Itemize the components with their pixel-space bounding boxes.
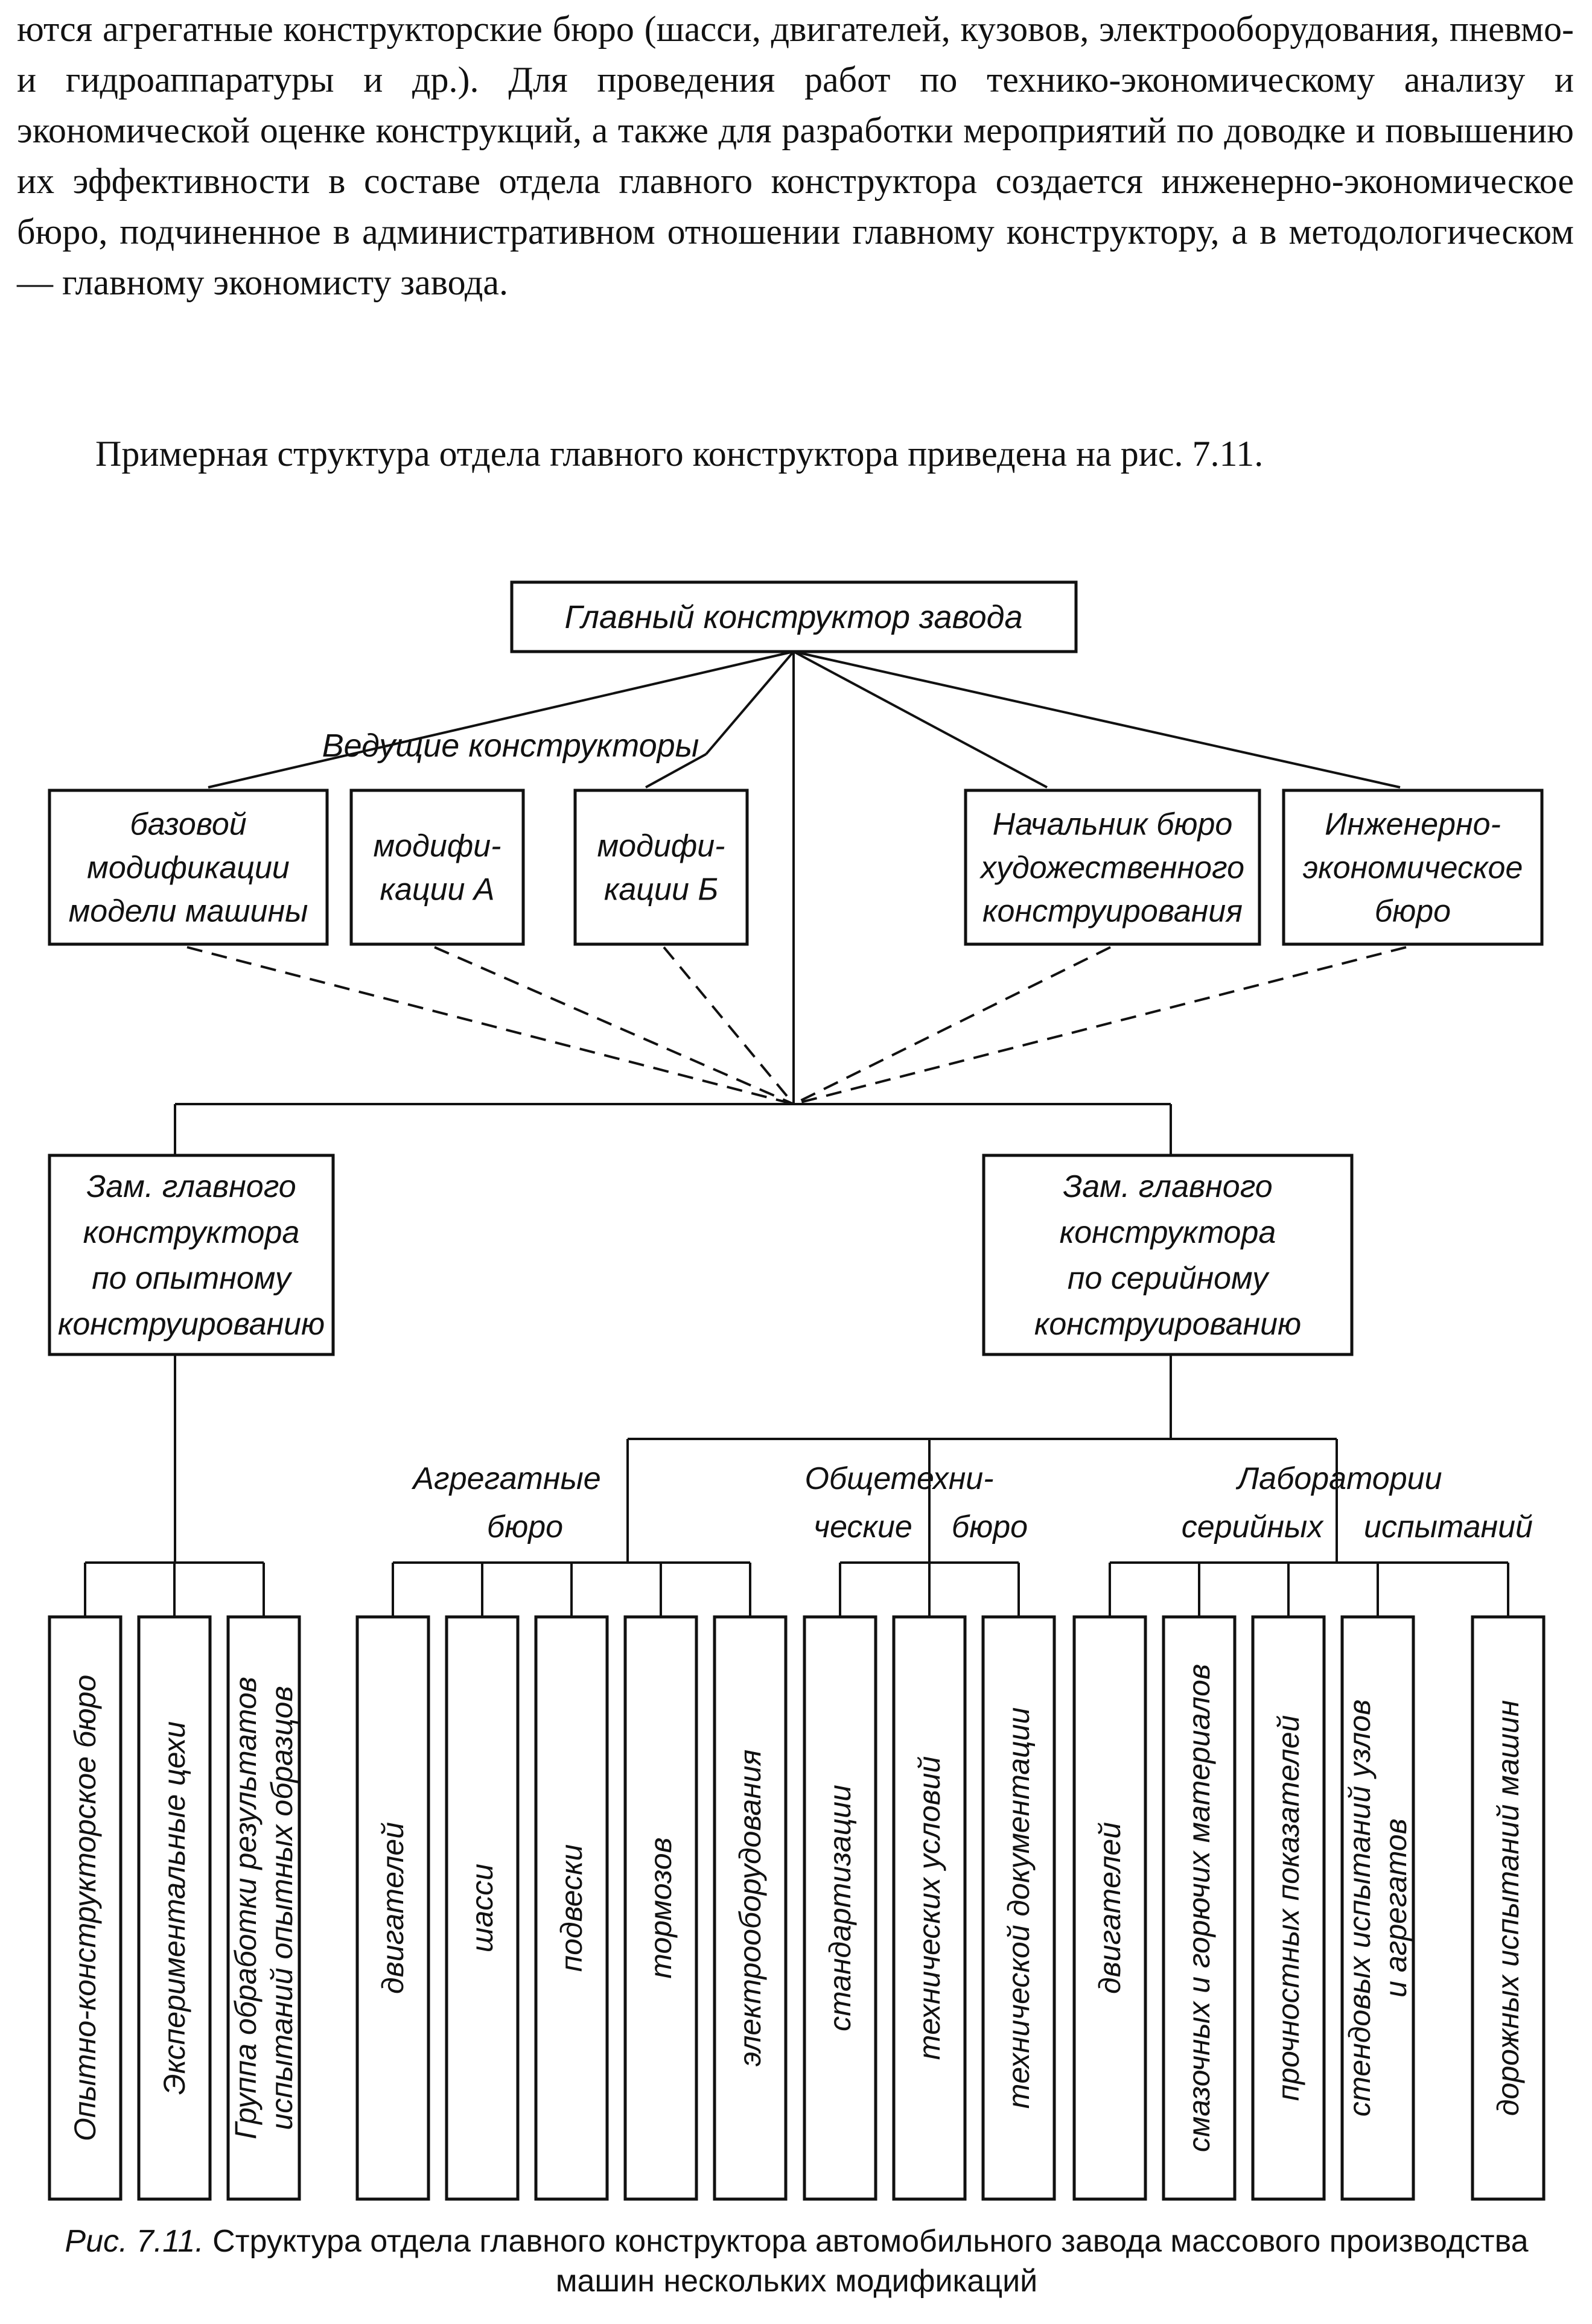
lead-box-1: [48, 789, 329, 946]
leaf-box-13-label: смазочных и горючих материалов: [1182, 1664, 1216, 2152]
leaf-box-8-label: электрооборудования: [733, 1750, 767, 2067]
lead-box-2-label: модифи-кации А: [374, 829, 501, 907]
leaf-box-15-label: стендовых испытаний узлови агрегатов: [1343, 1700, 1413, 2116]
leaf-box-5: [445, 1615, 520, 2201]
group-label-aggregate-2: бюро: [487, 1510, 563, 1545]
leaf-box-3: [226, 1615, 301, 2201]
group-label-aggregate-1: Агрегатные: [411, 1461, 600, 1496]
figure-caption: Рис. 7.11. Структура отдела главного кон…: [36, 2221, 1557, 2301]
leaf-box-12: [1072, 1615, 1147, 2201]
lead-line-1: [208, 650, 794, 789]
group-label-labs-1: Лаборатории: [1236, 1461, 1442, 1496]
deputy-box-1: [48, 1154, 335, 1356]
leaf-box-1-label: Опытно-конструкторское бюро: [68, 1675, 102, 2141]
leaf-box-1: [48, 1615, 123, 2201]
leaf-box-3-label: Группа обработки результатовиспытаний оп…: [229, 1677, 299, 2139]
leaf-box-7-label: тормозов: [644, 1837, 678, 1978]
leaf-box-8: [713, 1615, 788, 2201]
lead-box-2: [349, 789, 525, 946]
leaf-box-11: [981, 1615, 1056, 2201]
leaf-box-2-label: Экспериментальные цехи: [158, 1721, 191, 2095]
body-paragraph-2: Примерная структура отдела главного конс…: [95, 434, 1264, 474]
lead-line-4: [793, 650, 1048, 789]
group-label-labs-3: испытаний: [1364, 1510, 1533, 1545]
leaf-box-11-label: технической документации: [1002, 1707, 1036, 2109]
lead-box-4: [964, 789, 1261, 946]
lead-box-3: [573, 789, 749, 946]
root-box: [510, 580, 1078, 653]
dashed-link-1: [186, 946, 794, 1105]
caption-number: Рис. 7.11.: [65, 2224, 204, 2259]
leaf-box-9-label: стандартизации: [823, 1785, 857, 2031]
leaf-box-4-label: двигателей: [376, 1822, 410, 1994]
leaf-box-9: [803, 1615, 877, 2201]
group-label-labs-2: серийных: [1182, 1510, 1325, 1545]
leaf-box-10: [892, 1615, 967, 2201]
leaf-box-4: [355, 1615, 430, 2201]
group-label-general-2: ческие: [814, 1510, 912, 1545]
body-paragraph-1: ются агрегатные конструкторские бюро (ша…: [17, 9, 1574, 302]
leaf-box-12-label: двигателей: [1093, 1822, 1127, 1994]
lead-line-2: [705, 650, 795, 755]
leaf-box-6: [534, 1615, 609, 2201]
leaf-box-10-label: технических условий: [912, 1756, 946, 2060]
leaf-box-16-label: дорожных испытаний машин: [1491, 1700, 1525, 2116]
caption-text: Структура отдела главного конструктора а…: [212, 2224, 1529, 2299]
leaf-box-6-label: подвески: [555, 1844, 588, 1972]
lead-box-5: [1282, 789, 1544, 946]
leaf-box-2: [137, 1615, 212, 2201]
leaf-box-14: [1251, 1615, 1326, 2201]
lead-box-3-label: модифи-кации Б: [597, 829, 725, 907]
leaf-box-16: [1471, 1615, 1546, 2201]
deputy-box-2: [982, 1154, 1354, 1356]
dashed-link-3: [663, 946, 795, 1105]
dashed-link-4: [793, 946, 1111, 1105]
leaf-box-14-label: прочностных показателей: [1272, 1715, 1305, 2101]
lead-line-5: [793, 650, 1401, 789]
lead-line-3: [645, 753, 707, 789]
group-label-general-3: бюро: [952, 1510, 1028, 1545]
leaf-box-7: [623, 1615, 698, 2201]
dashed-link-2: [434, 946, 794, 1105]
group-label-general-1: Общетехни-: [804, 1461, 993, 1496]
root-box-label: Главный конструктор завода: [564, 599, 1022, 635]
dashed-link-5: [793, 946, 1407, 1105]
leaf-box-5-label: шасси: [465, 1864, 499, 1952]
lead-constructors-label: Ведущие конструкторы: [322, 728, 699, 764]
